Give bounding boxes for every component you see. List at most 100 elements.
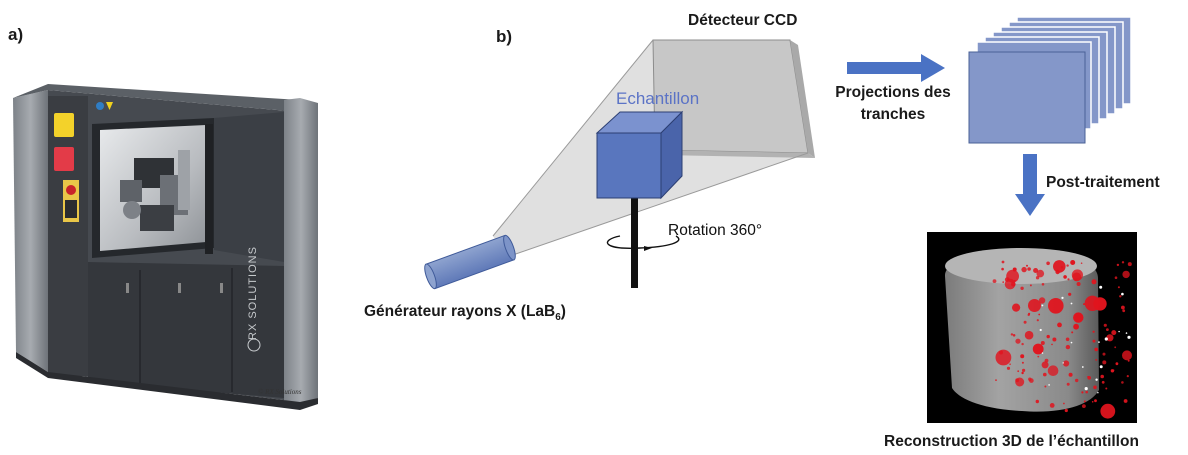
highlight-mark: [1104, 337, 1108, 341]
highlight-mark: [1099, 365, 1103, 369]
pore-mark: [1035, 399, 1040, 404]
pore-mark: [1004, 277, 1010, 282]
pore-mark: [1010, 333, 1014, 336]
pore-mark: [1114, 346, 1117, 349]
pore-mark: [1048, 298, 1064, 314]
pore-mark: [1036, 269, 1045, 278]
pore-mark: [1027, 313, 1030, 317]
pore-mark: [1121, 261, 1125, 264]
projection-slices: [968, 16, 1132, 144]
tomography-schematic: [424, 16, 1137, 423]
pore-mark: [1055, 269, 1060, 275]
pore-mark: [1026, 264, 1028, 267]
pore-mark: [1121, 305, 1125, 310]
rotation-arrow-icon: [606, 235, 680, 249]
pore-mark: [1035, 276, 1040, 280]
pore-mark: [1012, 303, 1021, 312]
highlight-mark: [1095, 378, 1098, 381]
pore-mark: [1094, 347, 1098, 352]
pore-mark: [1041, 361, 1049, 369]
pore-mark: [1032, 343, 1044, 355]
xray-tube: [424, 234, 516, 290]
pore-mark: [1103, 323, 1107, 327]
pore-mark: [1027, 267, 1031, 271]
pore-mark: [1009, 363, 1011, 366]
pore-mark: [1066, 382, 1070, 386]
arrow-right-icon: [847, 54, 945, 82]
lower-cabinet: [88, 262, 284, 398]
yellow-button-icon: [54, 113, 74, 137]
pore-mark: [1040, 341, 1045, 345]
pore-mark: [1029, 284, 1032, 287]
pore-mark: [1091, 401, 1094, 403]
pore-mark: [1083, 400, 1086, 403]
rotation-stage-rod: [631, 196, 638, 288]
pore-mark: [1084, 295, 1101, 311]
pore-mark: [1071, 331, 1074, 334]
source-label: Générateur rayons X (LaB6): [364, 303, 566, 323]
highlight-mark: [1118, 330, 1120, 333]
pore-mark: [1093, 385, 1097, 390]
pore-mark: [1023, 320, 1027, 324]
pore-mark: [1070, 260, 1076, 265]
pore-mark: [1044, 385, 1047, 388]
panel-b-label: b): [496, 27, 513, 46]
pore-mark: [1052, 337, 1057, 342]
pore-mark: [1111, 330, 1117, 336]
pore-mark: [1094, 399, 1097, 403]
reconstruction-3d-image: [927, 232, 1137, 423]
pore-mark: [1065, 337, 1070, 342]
pore-mark: [1015, 338, 1021, 344]
pore-mark: [1021, 371, 1024, 375]
pore-mark: [1073, 312, 1084, 323]
pore-mark: [1080, 262, 1083, 265]
pore-mark: [1017, 370, 1020, 373]
pore-mark: [1029, 378, 1034, 383]
pore-mark: [1101, 380, 1105, 384]
pore-mark: [995, 349, 1012, 366]
pore-mark: [1043, 372, 1047, 377]
pore-mark: [1014, 279, 1016, 282]
pore-mark: [1006, 366, 1011, 370]
pore-mark: [1110, 369, 1115, 373]
brand-logo: RX SOLUTIONS: [247, 246, 259, 340]
pore-mark: [1105, 387, 1108, 390]
sample-cube-front: [596, 132, 662, 199]
highlight-mark: [1125, 332, 1128, 334]
pore-mark: [1066, 264, 1069, 267]
highlight-mark: [1048, 384, 1050, 386]
pore-mark: [1028, 299, 1041, 312]
pore-mark: [1092, 339, 1096, 343]
pore-mark: [1095, 358, 1098, 361]
ct-scanner-photo: RX SOLUTIONS: [13, 84, 318, 410]
highlight-mark: [1084, 387, 1088, 391]
pore-mark: [1122, 309, 1126, 313]
pore-mark: [1063, 402, 1065, 405]
panel-a-label: a): [8, 25, 24, 44]
pore-mark: [1074, 278, 1077, 281]
pore-mark: [1022, 368, 1026, 372]
highlight-mark: [1041, 352, 1044, 354]
highlight-mark: [1041, 304, 1044, 307]
pore-mark: [1051, 343, 1053, 346]
pore-mark: [1041, 283, 1045, 286]
projections-label-line2: tranches: [860, 106, 926, 123]
machine-left-column: [13, 90, 48, 372]
sample-cube-side: [660, 110, 683, 200]
pore-mark: [1122, 270, 1130, 279]
pore-mark: [1021, 342, 1024, 346]
pore-mark: [992, 279, 997, 283]
pore-mark: [1057, 322, 1062, 328]
control-strip: [48, 96, 88, 376]
pore-mark: [1067, 278, 1070, 281]
projections-label-line1: Projections des: [835, 84, 951, 101]
pore-mark: [1024, 330, 1034, 340]
pore-mark: [1100, 403, 1116, 419]
pore-mark: [1020, 354, 1025, 359]
pore-mark: [1046, 334, 1050, 339]
pore-mark: [1072, 272, 1082, 282]
highlight-mark: [1081, 366, 1084, 368]
pore-mark: [1102, 360, 1107, 365]
pore-mark: [1002, 281, 1004, 283]
